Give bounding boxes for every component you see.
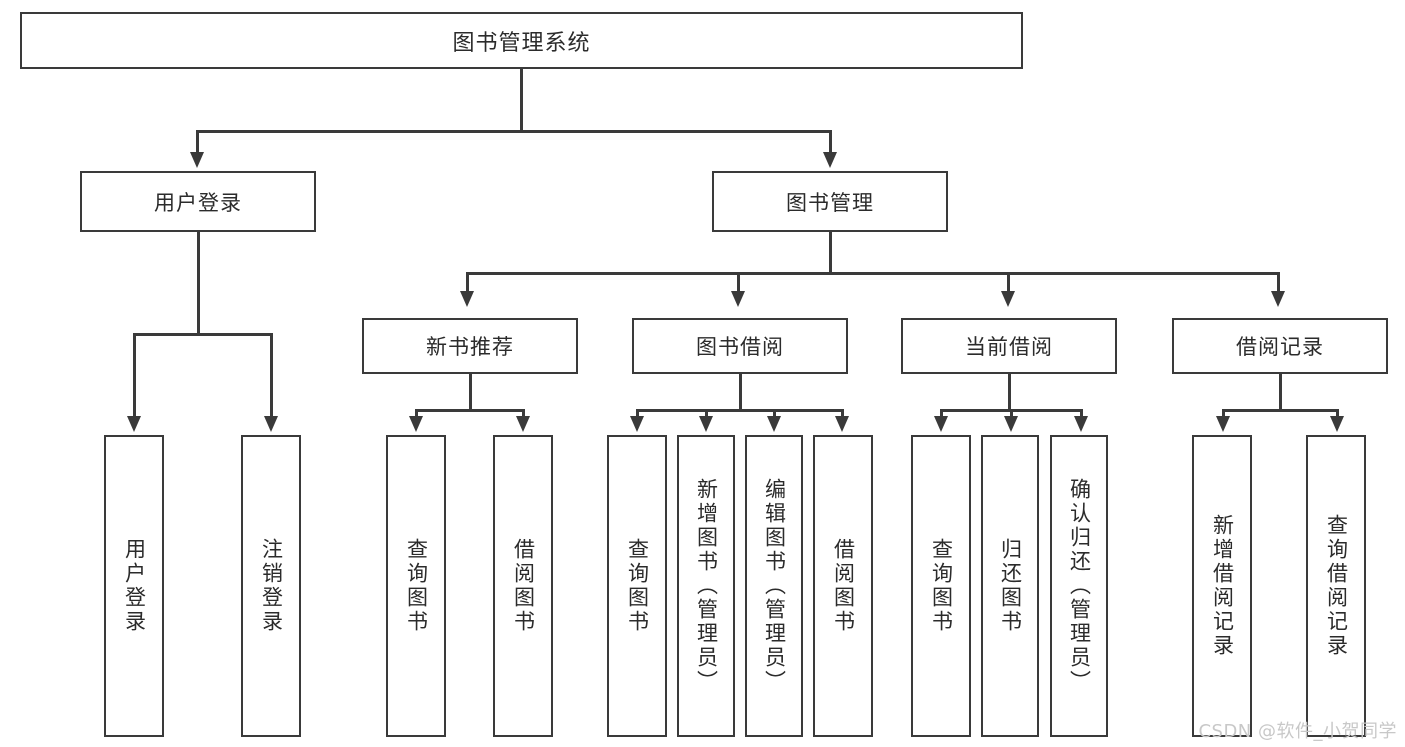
node-current-borrow[interactable]: 当前借阅 [901, 318, 1117, 374]
arrow-root-to-book-management [823, 152, 837, 168]
node-new-book-recommend[interactable]: 新书推荐 [362, 318, 578, 374]
connector-level3-bus [466, 272, 1280, 275]
arrow-user-login-leaf-1 [127, 416, 141, 432]
arrow-book-borrow-leaf-2 [699, 416, 713, 432]
node-label: 借阅图书 [831, 538, 856, 634]
leaf-edit-book-admin[interactable]: 编辑图书（管理员） [745, 435, 803, 737]
connector-borrow-record-trunk [1279, 374, 1282, 411]
leaf-borrow-book[interactable]: 借阅图书 [813, 435, 873, 737]
node-label: 图书管理 [786, 190, 874, 215]
leaf-query-borrow-record[interactable]: 查询借阅记录 [1306, 435, 1366, 737]
leaf-logout-login[interactable]: 注销登录 [241, 435, 301, 737]
arrow-book-borrow-leaf-3 [767, 416, 781, 432]
connector-book-borrow-leaf-1 [636, 409, 639, 419]
node-label: 确认归还（管理员） [1067, 478, 1092, 694]
arrow-new-book-recommend-leaf-1 [409, 416, 423, 432]
connector-book-management-trunk [829, 232, 832, 274]
node-label: 用户登录 [122, 538, 147, 634]
arrow-book-borrow-leaf-4 [835, 416, 849, 432]
connector-to-new-book-recommend [466, 272, 469, 294]
arrow-borrow-record-leaf-2 [1330, 416, 1344, 432]
leaf-return-book[interactable]: 归还图书 [981, 435, 1039, 737]
arrow-to-book-borrow [731, 291, 745, 307]
connector-book-borrow-leaf-4 [841, 409, 844, 419]
node-label: 查询借阅记录 [1324, 514, 1349, 658]
connector-borrow-record-leaf-1 [1222, 409, 1225, 419]
node-label: 编辑图书（管理员） [762, 478, 787, 694]
node-label: 查询图书 [929, 538, 954, 634]
leaf-add-borrow-record[interactable]: 新增借阅记录 [1192, 435, 1252, 737]
connector-root-trunk [520, 69, 523, 132]
node-root-book-management-system[interactable]: 图书管理系统 [20, 12, 1023, 69]
connector-book-borrow-leaf-2 [705, 409, 708, 419]
node-label: 注销登录 [259, 538, 284, 634]
node-book-management[interactable]: 图书管理 [712, 171, 948, 232]
connector-current-borrow-leaf-1 [940, 409, 943, 419]
leaf-confirm-return-admin[interactable]: 确认归还（管理员） [1050, 435, 1108, 737]
arrow-to-current-borrow [1001, 291, 1015, 307]
arrow-root-to-user-login [190, 152, 204, 168]
arrow-to-borrow-record [1271, 291, 1285, 307]
connector-user-login-leaf-2 [270, 333, 273, 419]
node-user-login[interactable]: 用户登录 [80, 171, 316, 232]
node-label: 借阅记录 [1236, 335, 1324, 359]
arrow-new-book-recommend-leaf-2 [516, 416, 530, 432]
connector-new-book-recommend-leaf-2 [522, 409, 525, 419]
leaf-user-login[interactable]: 用户登录 [104, 435, 164, 737]
connector-new-book-recommend-leaf-1 [415, 409, 418, 419]
arrow-to-new-book-recommend [460, 291, 474, 307]
connector-borrow-record-leaf-2 [1336, 409, 1339, 419]
node-label: 新书推荐 [426, 335, 514, 359]
arrow-current-borrow-leaf-1 [934, 416, 948, 432]
connector-user-login-trunk [197, 232, 200, 335]
connector-book-borrow-trunk [739, 374, 742, 411]
arrow-book-borrow-leaf-1 [630, 416, 644, 432]
connector-book-borrow-leaf-3 [773, 409, 776, 419]
connector-to-book-borrow [737, 272, 740, 294]
connector-book-borrow-bus [636, 409, 844, 412]
connector-current-borrow-leaf-2 [1010, 409, 1013, 419]
connector-user-login-leaf-1 [133, 333, 136, 419]
node-label: 图书管理系统 [452, 30, 591, 56]
connector-current-borrow-trunk [1008, 374, 1011, 411]
leaf-query-book-current[interactable]: 查询图书 [911, 435, 971, 737]
arrow-current-borrow-leaf-3 [1074, 416, 1088, 432]
connector-to-borrow-record [1277, 272, 1280, 294]
connector-user-login-bus [133, 333, 273, 336]
connector-root-to-user-login [196, 130, 199, 156]
arrow-current-borrow-leaf-2 [1004, 416, 1018, 432]
node-label: 查询图书 [404, 538, 429, 634]
leaf-query-book-recommend[interactable]: 查询图书 [386, 435, 446, 737]
connector-root-to-book-management [829, 130, 832, 156]
node-label: 查询图书 [625, 538, 650, 634]
connector-current-borrow-leaf-3 [1080, 409, 1083, 419]
leaf-borrow-book-recommend[interactable]: 借阅图书 [493, 435, 553, 737]
connector-root-bus [196, 130, 832, 133]
node-label: 当前借阅 [965, 335, 1053, 359]
arrow-user-login-leaf-2 [264, 416, 278, 432]
node-label: 新增借阅记录 [1210, 514, 1235, 658]
node-book-borrow[interactable]: 图书借阅 [632, 318, 848, 374]
connector-new-book-recommend-bus [415, 409, 525, 412]
arrow-borrow-record-leaf-1 [1216, 416, 1230, 432]
node-borrow-record[interactable]: 借阅记录 [1172, 318, 1388, 374]
leaf-add-book-admin[interactable]: 新增图书（管理员） [677, 435, 735, 737]
node-label: 归还图书 [998, 538, 1023, 634]
leaf-query-book-borrow[interactable]: 查询图书 [607, 435, 667, 737]
node-label: 用户登录 [154, 190, 242, 215]
node-label: 新增图书（管理员） [694, 478, 719, 694]
connector-new-book-recommend-trunk [469, 374, 472, 411]
node-label: 图书借阅 [696, 335, 784, 359]
connector-borrow-record-bus [1222, 409, 1338, 412]
node-label: 借阅图书 [511, 538, 536, 634]
connector-to-current-borrow [1007, 272, 1010, 294]
